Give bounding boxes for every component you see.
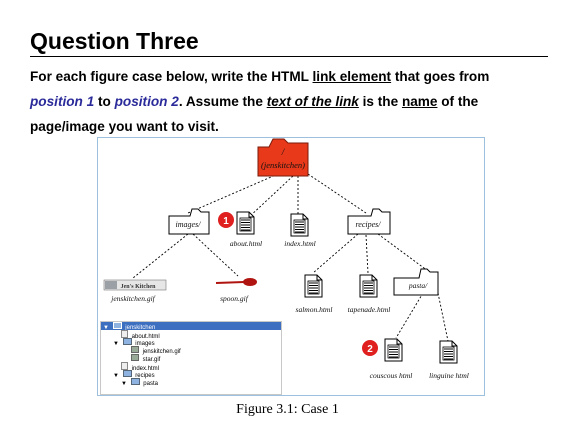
tree-item-label: images: [135, 341, 155, 347]
goes-from-text: that goes from: [394, 69, 490, 84]
jenskitchen-gif-label: jenskitchen.gif: [110, 294, 155, 303]
disclosure-triangle-icon: ▼: [121, 381, 127, 387]
image-file-icon: [131, 346, 139, 353]
of-the-text: of the page/image you want to visit.: [30, 94, 479, 134]
site-structure-figure: / (jenskitchen) images/ 1 about.html ind…: [97, 137, 485, 396]
tree-row-jenskitchen: ▼ jenskitchen: [101, 322, 281, 331]
tapenade-file-icon: [359, 274, 378, 298]
assume-text: . Assume the: [178, 94, 263, 109]
root-slash-label: /: [281, 147, 286, 157]
to-text: to: [97, 94, 111, 109]
tapenade-file-label: tapenade.html: [348, 305, 391, 314]
tree-row-recipes: ▼ recipes: [113, 370, 155, 379]
images-folder-label: images/: [176, 220, 202, 229]
position-2-term: position 2: [114, 94, 179, 109]
folder-icon: [122, 338, 132, 345]
intro-text: For each figure case below, write the HT…: [30, 69, 309, 84]
finder-file-tree: ▼ jenskitchen about.html ▼ images jenski…: [100, 321, 282, 395]
instructions-paragraph: For each figure case below, write the HT…: [30, 64, 545, 139]
disclosure-triangle-icon: ▼: [103, 325, 109, 331]
recipes-folder-label: recipes/: [355, 220, 381, 229]
couscous-file-label: couscous html: [370, 371, 413, 380]
tree-item-label: pasta: [143, 381, 158, 387]
root-folder-icon: / (jenskitchen): [257, 138, 309, 177]
index-file-label: index.html: [284, 239, 315, 248]
linguine-file-icon: [439, 340, 458, 364]
recipes-folder-icon: recipes/: [347, 208, 391, 235]
page-title: Question Three: [30, 28, 199, 54]
logo-lettering: Jen's Kitchen: [121, 284, 156, 290]
tree-item-label: about.html: [131, 334, 160, 340]
index-file-icon: [290, 213, 309, 237]
tree-row-star-gif: star.gif: [131, 354, 161, 363]
position-2-marker: 2: [362, 340, 378, 356]
position-1-marker: 1: [218, 212, 234, 228]
about-file-label: about.html: [230, 239, 262, 248]
salmon-file-label: salmon.html: [296, 305, 333, 314]
is-the-text: is the: [362, 94, 399, 109]
tree-connectors: [132, 173, 449, 342]
couscous-file-icon: [384, 338, 403, 362]
html-file-icon: [121, 362, 128, 370]
folder-icon: [122, 370, 132, 377]
tree-item-label: index.html: [131, 366, 160, 372]
site-diagram: / (jenskitchen) images/ 1 about.html ind…: [103, 138, 469, 380]
tree-row-pasta: ▼ pasta: [121, 378, 158, 387]
folder-icon: [130, 378, 140, 385]
tree-item-label: jenskitchen: [125, 325, 156, 331]
tree-item-label: jenskitchen.gif: [142, 349, 181, 355]
text-of-link-term: text of the link: [266, 94, 359, 109]
html-file-icon: [121, 330, 128, 338]
jenskitchen-logo-image: Jen's Kitchen: [103, 279, 167, 291]
linguine-file-label: linguine html: [429, 371, 469, 380]
disclosure-triangle-icon: ▼: [113, 373, 119, 379]
tree-row-about: about.html: [121, 330, 160, 340]
tree-row-jenskitchen-gif: jenskitchen.gif: [131, 346, 181, 355]
link-element-term: link element: [312, 69, 392, 84]
figure-caption: Figure 3.1: Case 1: [236, 402, 339, 417]
folder-icon: [112, 322, 122, 329]
image-file-icon: [131, 354, 139, 361]
pasta-folder-label: pasta/: [408, 281, 428, 290]
spoon-image: [215, 278, 257, 286]
marker-2-number: 2: [367, 344, 373, 355]
tree-item-label: star.gif: [142, 357, 161, 363]
position-1-term: position 1: [30, 94, 95, 109]
about-file-icon: [236, 211, 255, 235]
disclosure-triangle-icon: ▼: [113, 341, 119, 347]
tree-row-images: ▼ images: [113, 338, 155, 347]
pasta-folder-icon: pasta/: [393, 268, 439, 296]
marker-1-number: 1: [223, 216, 229, 227]
tree-row-index: index.html: [121, 362, 160, 372]
title-underline: [30, 56, 548, 57]
salmon-file-icon: [304, 274, 323, 298]
images-folder-icon: images/: [168, 208, 210, 235]
root-name-label: (jenskitchen): [261, 160, 305, 170]
name-term: name: [401, 94, 438, 109]
tree-item-label: recipes: [135, 373, 155, 379]
spoon-gif-label: spoon.gif: [220, 294, 249, 303]
